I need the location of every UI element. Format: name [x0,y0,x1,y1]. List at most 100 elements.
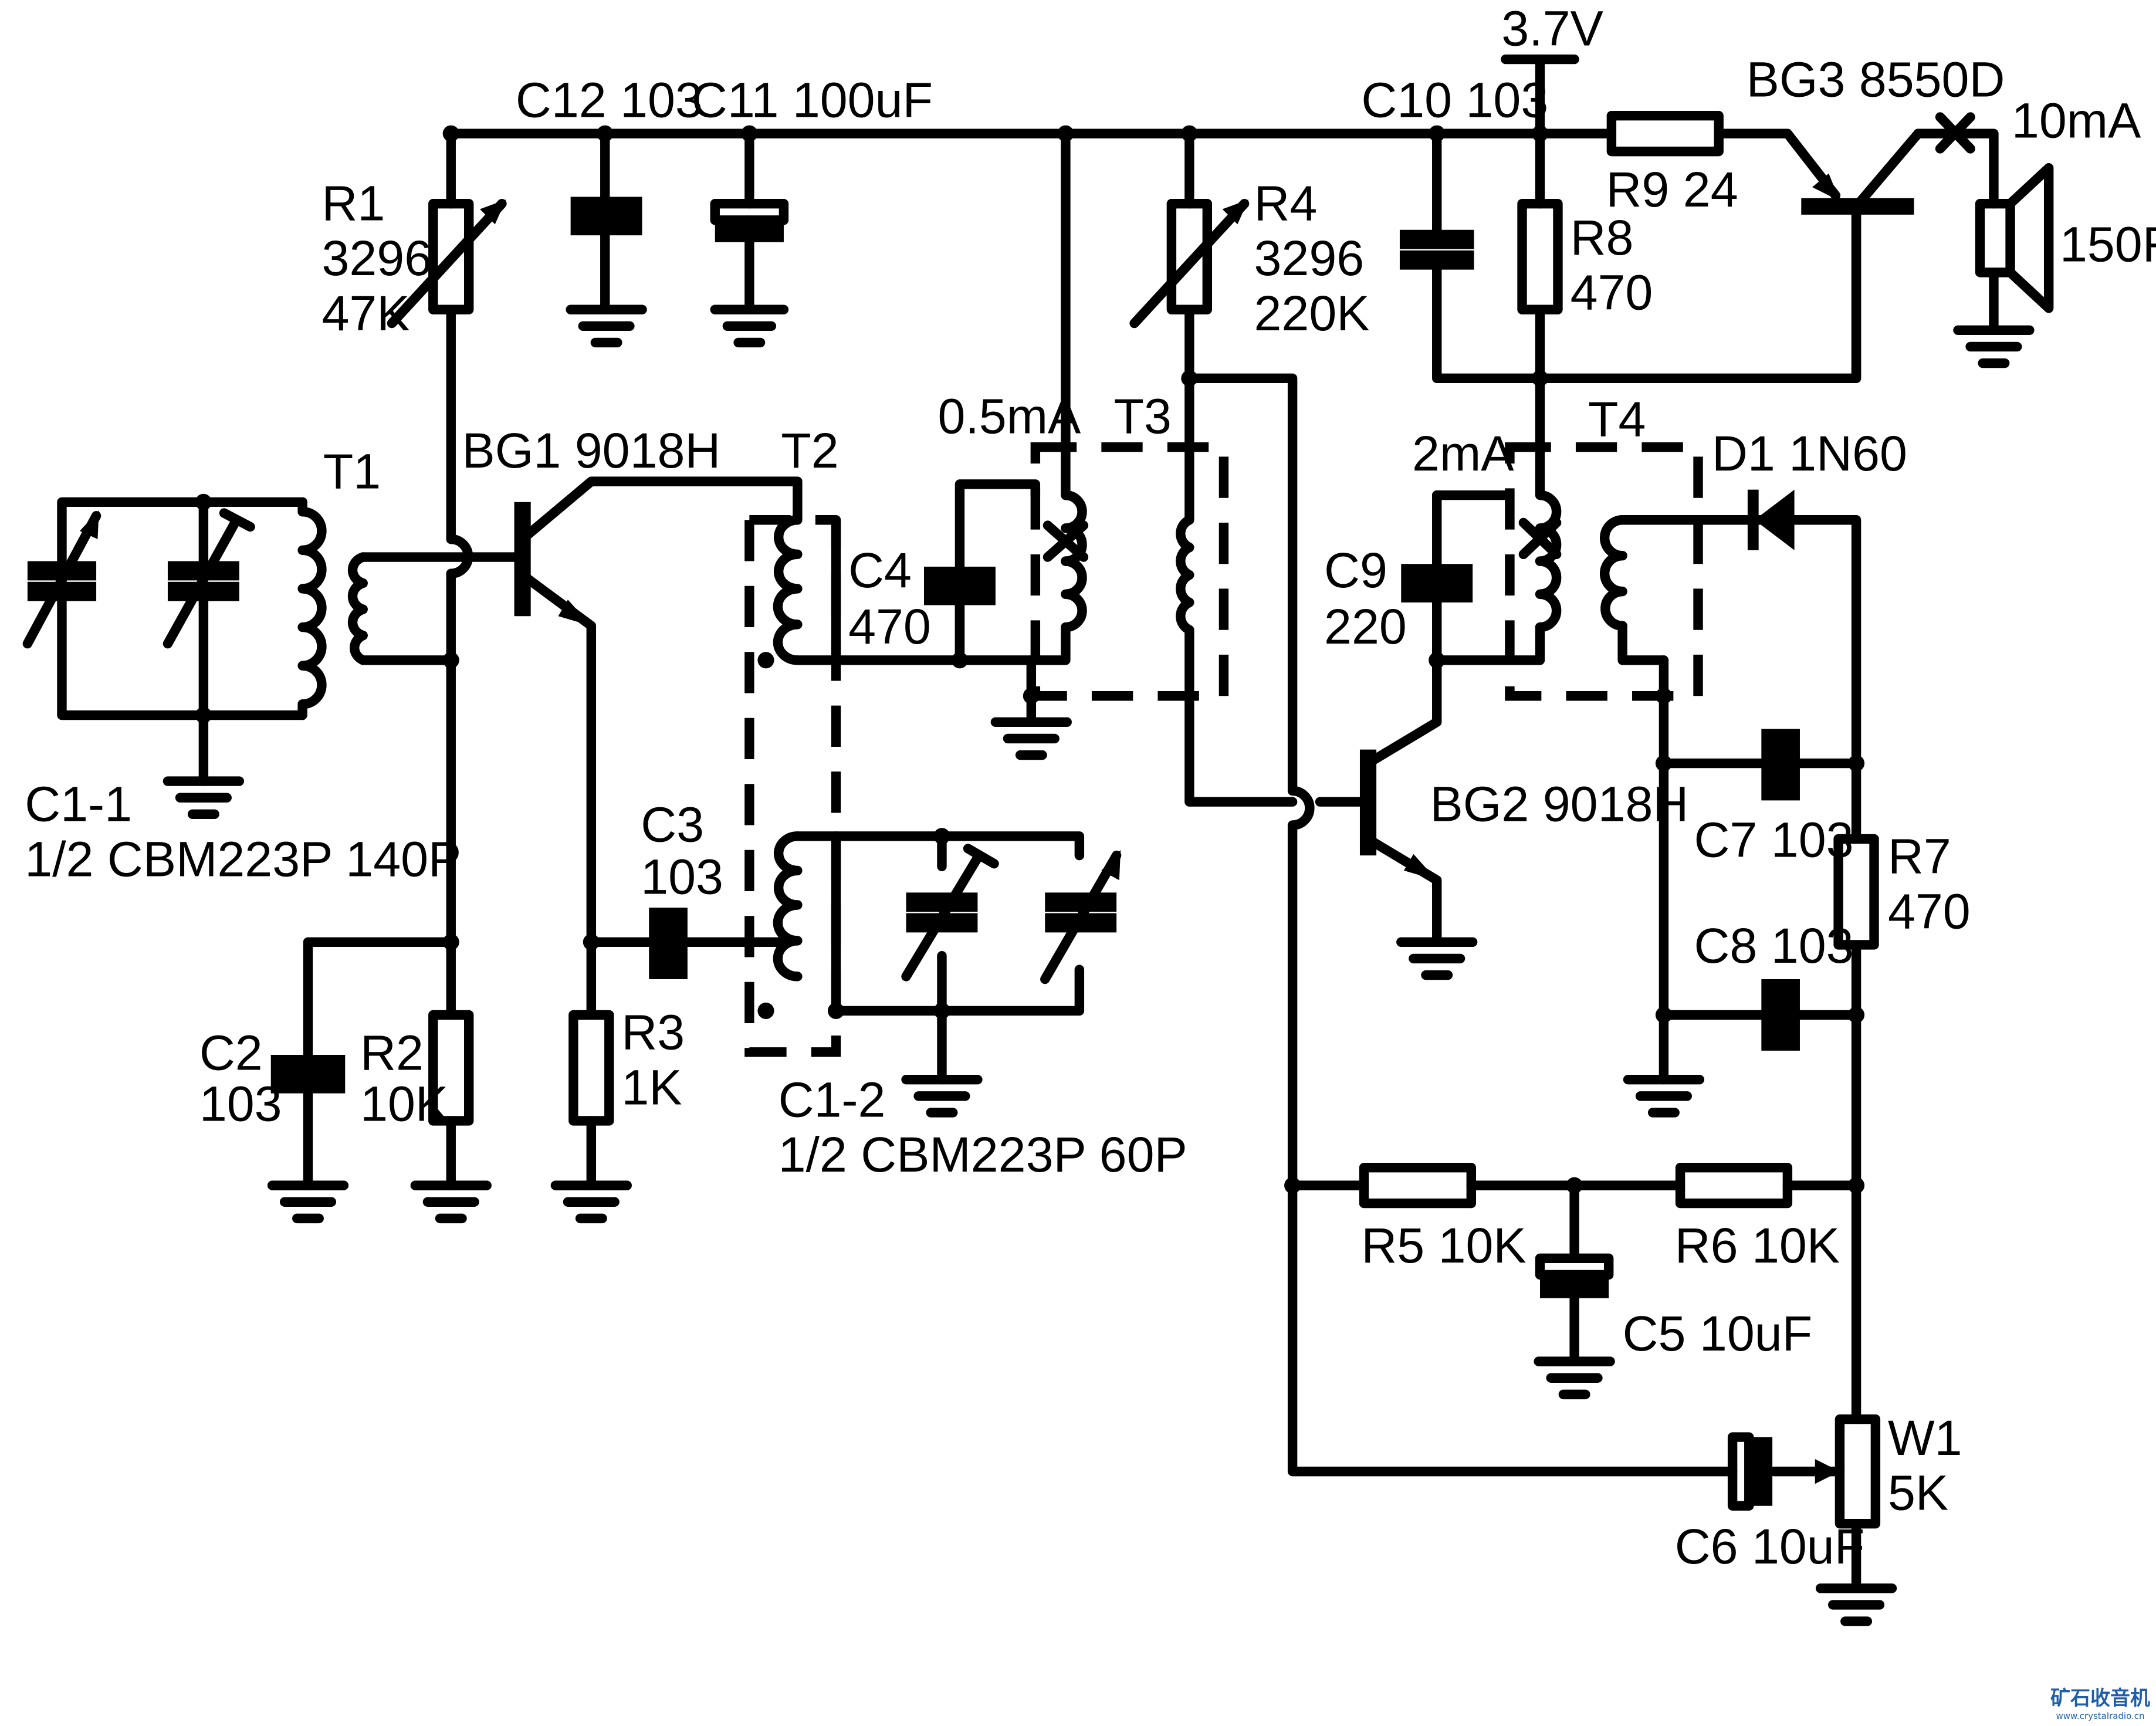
t3-core-mark [1043,520,1089,562]
bg3-emitter-arrow [1812,173,1840,201]
label-c1-1-part: 1/2 CBM223P 140P [25,831,461,886]
label-r7-name: R7 [1888,829,1951,884]
t4-shield [1505,442,1703,701]
label-r4-value: 220K [1254,286,1370,341]
watermark-name: 矿石收音机 [2050,1687,2150,1710]
label-r3-name: R3 [621,1005,685,1060]
label-c9-name: C9 [1324,543,1387,598]
c8-capacitor [1761,979,1800,1051]
label-c12: C12 103 [516,73,703,128]
t3-shield [1030,442,1229,701]
label-r4-type: 3296 [1254,231,1365,286]
component-labels: C12 103 C11 100uF C10 103 3.7V BG3 8550D… [25,1,2156,1575]
label-r5: R5 10K [1361,1218,1526,1273]
label-c1-2-name: C1-2 [779,1072,886,1127]
capacitors [270,197,1800,1511]
crossover-hop [1287,786,1315,830]
label-c11: C11 100uF [692,73,933,128]
label-t3: T3 [1113,389,1171,444]
label-r3-value: 1K [621,1060,682,1115]
label-bg3: BG3 8550D [1747,52,2005,107]
label-t1: T1 [323,444,381,499]
label-r7-value: 470 [1888,884,1971,939]
label-w1-name: W1 [1888,1410,1962,1466]
label-2ma: 2mA [1412,426,1514,481]
label-r9: R9 24 [1606,162,1738,217]
coils [297,442,1669,982]
c5-capacitor [1535,1253,1614,1280]
bg1-emitter-arrow [558,600,591,626]
label-c9-value: 220 [1324,599,1407,654]
transistors [514,128,1923,881]
label-w1-value: 5K [1888,1466,1948,1521]
c7-capacitor [1761,729,1800,801]
label-c1-1-name: C1-1 [25,777,132,832]
current-break-marks [1935,112,1975,154]
label-c7: C7 103 [1694,812,1854,867]
r1-arrowhead [479,199,506,225]
t4-secondary-coil [1600,515,1627,631]
r4-arrowhead [1222,199,1249,225]
label-r2-name: R2 [360,1026,424,1081]
label-c6: C6 10uF [1675,1519,1865,1574]
c3-capacitor [649,908,688,980]
bg2-emitter-arrow [1403,854,1437,881]
r9-resistor [1606,110,1724,157]
t3-secondary-coil [1176,442,1194,635]
w1-potentiometer [1835,1414,1881,1529]
r2-resistor [428,1010,474,1126]
speaker [1975,163,2054,313]
c10-capacitor [1399,229,1474,270]
c12-capacitor [570,197,642,236]
label-r1-name: R1 [321,175,385,231]
label-t2: T2 [781,423,838,478]
label-c10: C10 103 [1361,73,1548,128]
label-r1-value: 47K [321,286,409,341]
label-r4-name: R4 [1254,175,1318,231]
label-c3-value: 103 [641,850,723,905]
label-c1-2-part: 1/2 CBM223P 60P [779,1127,1187,1182]
r6-resistor [1675,1162,1793,1209]
label-r8-name: R8 [1571,210,1634,265]
c4-capacitor [924,566,996,605]
t4-core-mark [1518,517,1562,560]
r8-resistor [1517,198,1563,314]
r1-resistor [428,198,474,314]
label-r1-type: 3296 [321,231,432,286]
c6-capacitor [1727,1432,1754,1511]
r1-adjust-arrow [387,198,507,329]
r3-resistor [568,1010,614,1126]
t2-primary-coil [773,515,803,665]
t1-primary-coil [297,506,327,709]
tuning-capacitors [22,508,1122,984]
label-0-5ma: 0.5mA [937,389,1081,444]
label-10ma: 10mA [2012,93,2141,148]
label-t4: T4 [1588,391,1646,446]
watermark: 矿石收音机 www.crystalradio.cn [2050,1682,2150,1721]
label-r6: R6 10K [1675,1218,1840,1273]
t2-shield [744,515,841,1057]
d1-diode [1747,489,1795,550]
label-r2-value: 10K [360,1076,448,1131]
r7-resistor [1833,834,1879,950]
r4-adjust-arrow [1129,198,1250,329]
c2-capacitor [270,1054,346,1094]
label-bg2: BG2 9018H [1430,777,1689,832]
watermark-url: www.crystalradio.cn [2056,1711,2145,1721]
w1-wiper-arrowhead [1815,1459,1840,1484]
resistors [387,110,1881,1529]
label-c5: C5 10uF [1623,1306,1813,1361]
r4-resistor [1166,198,1213,314]
crossover-hop [446,534,473,578]
transformer-shields [744,442,1703,1057]
label-c4-value: 470 [848,599,931,654]
t2-tank-coil [773,831,803,982]
label-c2-name: C2 [199,1026,263,1081]
label-bg1: BG1 9018H [462,423,721,478]
c9-capacitor [1401,564,1473,603]
r5-resistor [1359,1162,1477,1209]
label-d1: D1 1N60 [1712,426,1907,481]
label-c8: C8 103 [1694,918,1854,973]
